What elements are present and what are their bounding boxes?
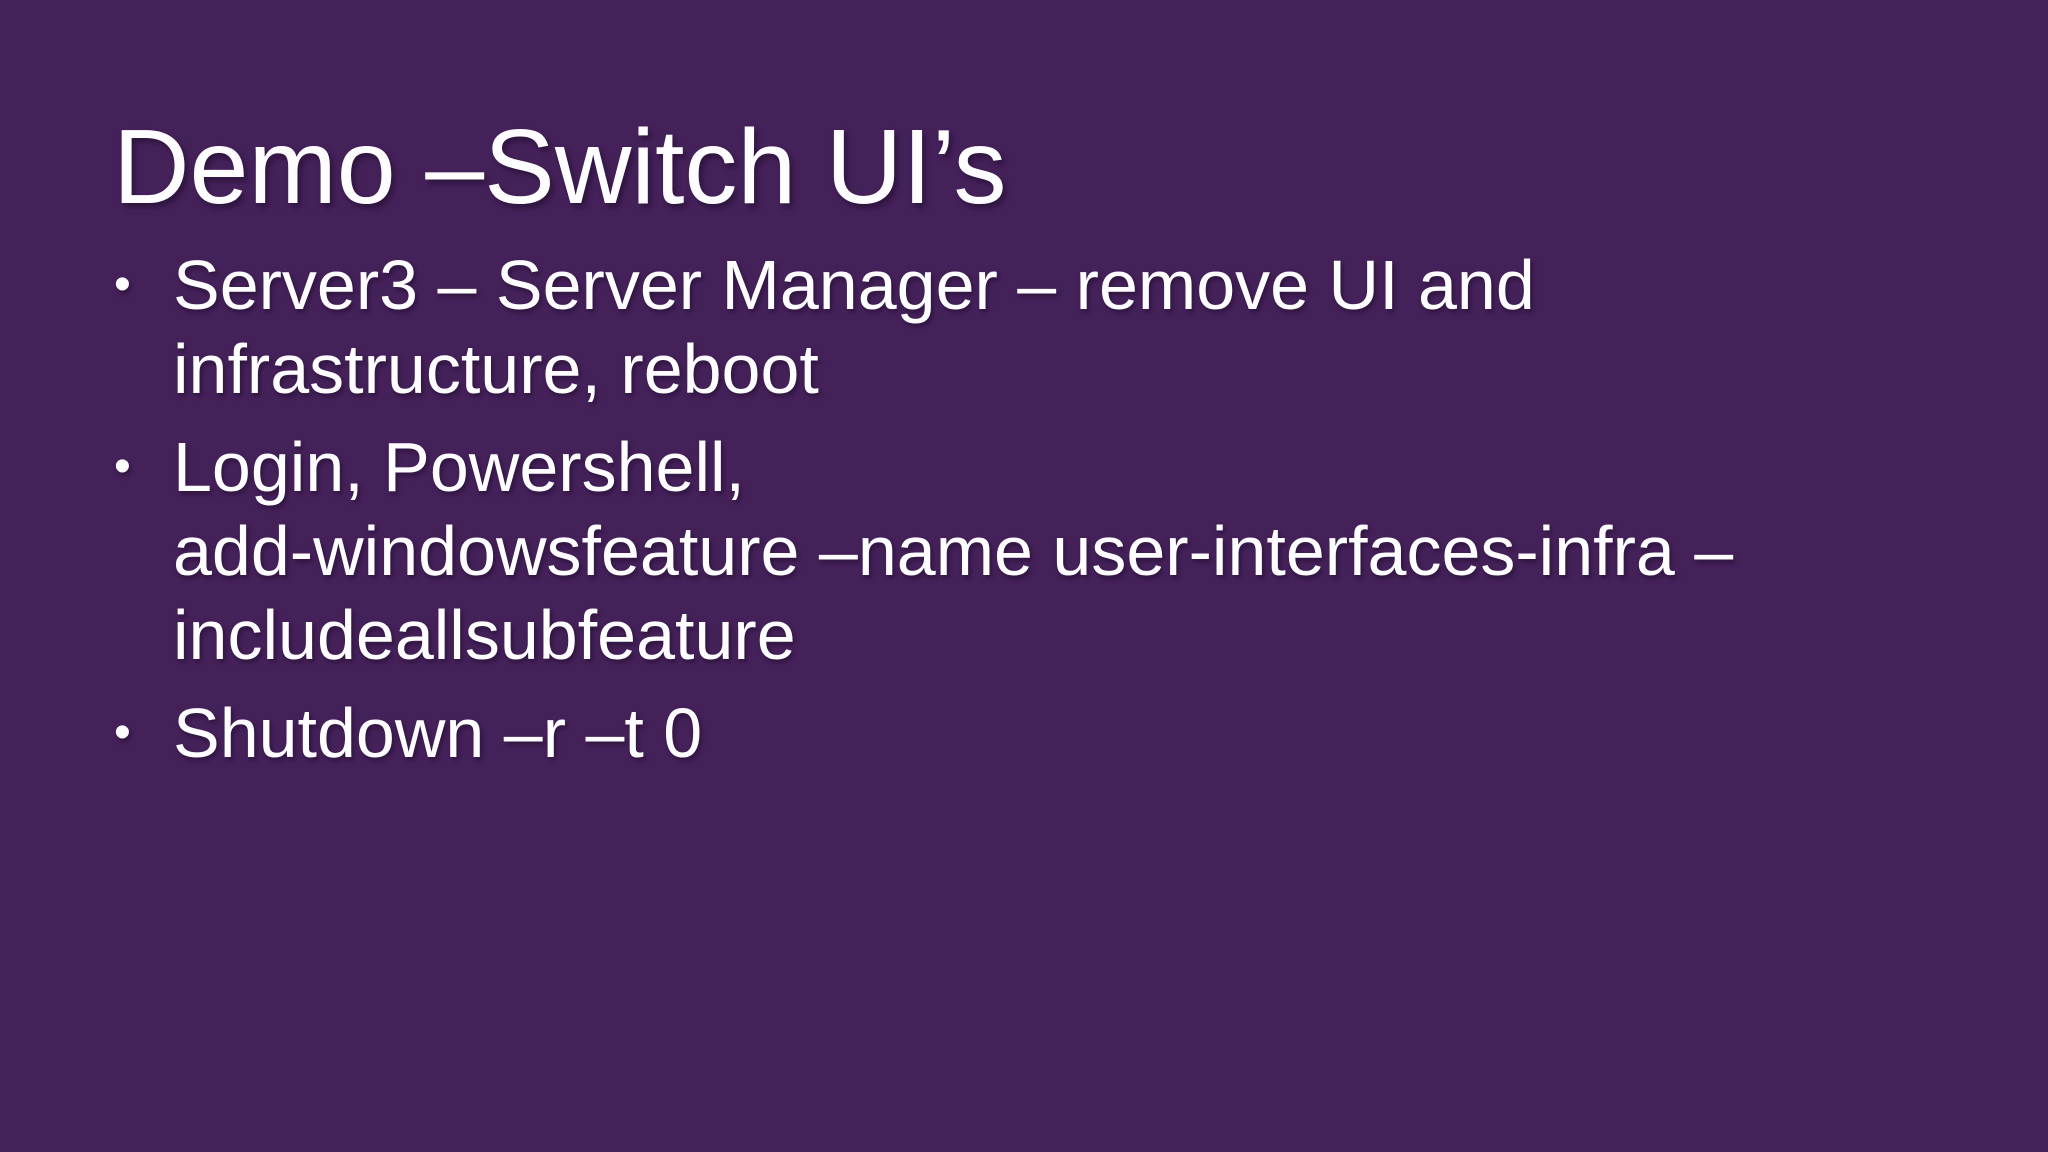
bullet-item: • Server3 – Server Manager – remove UI a…: [112, 243, 1942, 411]
bullet-text: Server3 – Server Manager – remove UI and…: [173, 246, 1535, 408]
bullet-dot-icon: •: [114, 258, 131, 311]
bullet-item: • Login, Powershell, add-windowsfeature …: [112, 425, 1942, 677]
bullet-dot-icon: •: [114, 706, 131, 759]
bullet-dot-icon: •: [114, 440, 131, 493]
bullet-text: Shutdown –r –t 0: [173, 694, 703, 772]
bullet-text: Login, Powershell, add-windowsfeature –n…: [173, 428, 1734, 674]
bullet-item: • Shutdown –r –t 0: [112, 691, 1942, 775]
bullet-list: • Server3 – Server Manager – remove UI a…: [112, 243, 1942, 789]
slide-title: Demo –Switch UI’s: [113, 108, 1007, 227]
